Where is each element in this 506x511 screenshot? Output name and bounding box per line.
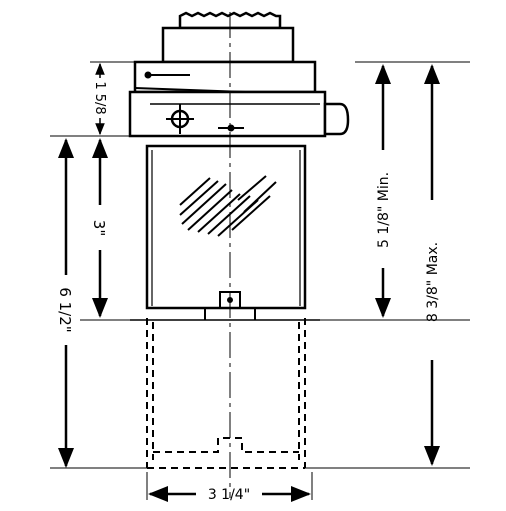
ext-inner-bottom: [153, 437, 299, 453]
collar-pin-icon: [144, 71, 152, 79]
head-details: [134, 71, 320, 134]
label-max-height: 8 3/8" Max.: [425, 242, 441, 322]
label-top-offset: 1 5/8: [92, 81, 107, 114]
glass-hatching: [179, 175, 277, 237]
label-extended-height: 6 1/2": [56, 287, 74, 332]
dim-bowl-height: 3": [90, 138, 108, 318]
bowl-extended: [146, 318, 306, 469]
dim-top-offset: 1 5/8: [92, 62, 107, 136]
extension-lines: [50, 61, 470, 500]
head-body: [128, 90, 327, 138]
dim-max-height: 8 3/8" Max.: [424, 64, 441, 466]
head-upper-block: [161, 26, 295, 64]
dim-min-height: 5 1/8" Min.: [375, 64, 392, 318]
side-knob: [323, 102, 350, 136]
dim-extended-height: 6 1/2": [56, 138, 74, 468]
dim-width: 3 1/4": [148, 486, 311, 503]
label-width: 3 1/4": [208, 487, 250, 503]
bowl-outline: [145, 144, 307, 310]
label-bowl-height: 3": [90, 220, 108, 236]
collar-lower-line: [134, 87, 246, 93]
bowl-solid: [130, 144, 320, 321]
head-collar: [133, 60, 317, 94]
label-min-height: 5 1/8" Min.: [376, 172, 392, 248]
